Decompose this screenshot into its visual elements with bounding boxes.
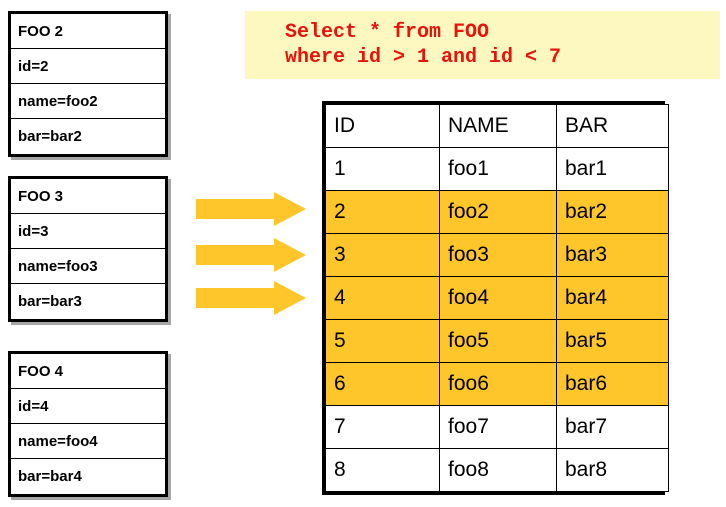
cell-bar: bar6 bbox=[556, 362, 669, 406]
record-card-title: FOO 4 bbox=[11, 354, 165, 389]
sql-query-box: Select * from FOO where id > 1 and id < … bbox=[245, 11, 720, 79]
cell-id: 1 bbox=[325, 147, 440, 191]
record-card-foo3: FOO 3 id=3 name=foo3 bar=bar3 bbox=[8, 176, 168, 322]
cell-bar: bar4 bbox=[556, 276, 669, 320]
flow-arrow-2-icon bbox=[196, 238, 306, 272]
cell-id: 3 bbox=[325, 233, 440, 277]
cell-name: foo1 bbox=[439, 147, 557, 191]
record-field-bar: bar=bar4 bbox=[18, 468, 82, 485]
cell-bar: bar8 bbox=[556, 448, 669, 492]
result-table: ID NAME BAR 1 foo1 bar1 2 foo2 bar2 3 fo… bbox=[322, 101, 669, 495]
table-row: 4 foo4 bar4 bbox=[325, 276, 669, 320]
result-table-body: 1 foo1 bar1 2 foo2 bar2 3 foo3 bar3 4 fo… bbox=[325, 147, 669, 492]
table-row: 3 foo3 bar3 bbox=[325, 233, 669, 277]
cell-id: 6 bbox=[325, 362, 440, 406]
record-field-name: name=foo2 bbox=[11, 84, 165, 119]
cell-bar: bar5 bbox=[556, 319, 669, 363]
record-card-foo4: FOO 4 id=4 name=foo4 bar=bar4 bbox=[8, 351, 168, 497]
record-field-id: id=2 bbox=[11, 49, 165, 84]
column-header-id: ID bbox=[325, 104, 440, 148]
table-row: 7 foo7 bar7 bbox=[325, 405, 669, 449]
flow-arrow-1-icon bbox=[196, 192, 306, 226]
column-header-bar: BAR bbox=[556, 104, 669, 148]
cell-bar: bar3 bbox=[556, 233, 669, 277]
record-field-bar: bar=bar3 bbox=[18, 293, 82, 310]
record-field-id: id=3 bbox=[11, 214, 165, 249]
record-field-name: name=foo4 bbox=[11, 424, 165, 459]
table-row: 6 foo6 bar6 bbox=[325, 362, 669, 406]
table-row: 1 foo1 bar1 bbox=[325, 147, 669, 191]
cell-id: 2 bbox=[325, 190, 440, 234]
flow-arrow-3-icon bbox=[196, 281, 306, 315]
table-row: 2 foo2 bar2 bbox=[325, 190, 669, 234]
record-field-id: id=4 bbox=[11, 389, 165, 424]
record-card-title: FOO 3 bbox=[11, 179, 165, 214]
cell-name: foo5 bbox=[439, 319, 557, 363]
column-header-name: NAME bbox=[439, 104, 557, 148]
cell-name: foo8 bbox=[439, 448, 557, 492]
cell-bar: bar2 bbox=[556, 190, 669, 234]
table-row: 5 foo5 bar5 bbox=[325, 319, 669, 363]
cell-id: 4 bbox=[325, 276, 440, 320]
record-card-title: FOO 2 bbox=[11, 14, 165, 49]
cell-id: 8 bbox=[325, 448, 440, 492]
record-field-bar: bar=bar2 bbox=[18, 128, 82, 145]
table-row: 8 foo8 bar8 bbox=[325, 448, 669, 492]
cell-id: 5 bbox=[325, 319, 440, 363]
cell-name: foo2 bbox=[439, 190, 557, 234]
result-table-head: ID NAME BAR bbox=[325, 104, 669, 148]
sql-query-line-2: where id > 1 and id < 7 bbox=[285, 46, 562, 69]
cell-name: foo6 bbox=[439, 362, 557, 406]
record-field-name: name=foo3 bbox=[11, 249, 165, 284]
sql-query-line-1: Select * from FOO bbox=[285, 21, 490, 44]
cell-id: 7 bbox=[325, 405, 440, 449]
cell-name: foo3 bbox=[439, 233, 557, 277]
cell-bar: bar1 bbox=[556, 147, 669, 191]
record-card-foo2: FOO 2 id=2 name=foo2 bar=bar2 bbox=[8, 11, 168, 157]
result-table-grid: ID NAME BAR 1 foo1 bar1 2 foo2 bar2 3 fo… bbox=[325, 104, 669, 492]
cell-bar: bar7 bbox=[556, 405, 669, 449]
cell-name: foo4 bbox=[439, 276, 557, 320]
cell-name: foo7 bbox=[439, 405, 557, 449]
table-header-row: ID NAME BAR bbox=[325, 104, 669, 148]
